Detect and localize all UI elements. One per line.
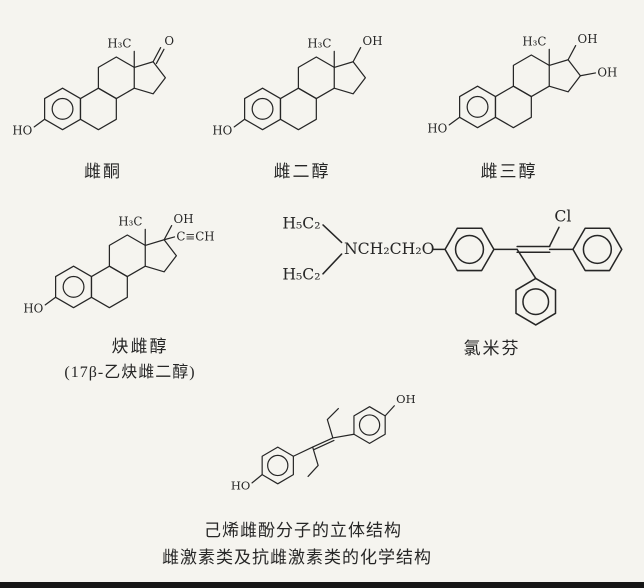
estriol-name-label: 雌三醇 xyxy=(480,162,538,181)
structure-estriol: H₃C OH OH HO xyxy=(420,22,620,139)
estradiol-methyl-label: H₃C xyxy=(307,37,331,51)
clomiphene-bonds xyxy=(322,224,623,326)
clomiphene-ethyl-top-label: H₅C₂ xyxy=(282,213,320,232)
ethinylestradiol-ethynyl-label: C≡CH xyxy=(176,230,214,244)
structure-clomiphene: H₅C₂ H₅C₂ NCH₂CH₂O Cl xyxy=(280,198,644,338)
estriol-bonds xyxy=(448,44,597,129)
ethinylestradiol-phenol-label: HO xyxy=(23,301,43,315)
estrone-bonds xyxy=(33,46,166,131)
structure-ethinylestradiol: H₃C OH C≡CH HO xyxy=(16,202,216,319)
ethinylestradiol-alt-name-label: (17β-乙炔雌二醇) xyxy=(64,364,196,381)
estrone-ketone-label: O xyxy=(164,34,174,48)
ethinylestradiol-skeleton-drawing: H₃C OH C≡CH HO xyxy=(23,212,214,316)
scan-artifact-bar xyxy=(0,582,644,588)
clomiphene-chloro-label: Cl xyxy=(554,207,571,226)
estriol-hydroxyl17-label: OH xyxy=(578,32,598,46)
ethinylestradiol-hydroxyl17-label: OH xyxy=(174,212,194,226)
estradiol-skeleton-drawing: H₃C OH HO xyxy=(212,34,383,138)
estriol-skeleton-drawing: H₃C OH OH HO xyxy=(427,32,617,136)
clomiphene-amino-chain-label: NCH₂CH₂O xyxy=(344,239,435,258)
estrone-skeleton-drawing: H₃C O HO xyxy=(12,34,174,138)
estriol-phenol-label: HO xyxy=(427,121,447,135)
ethinylestradiol-name-label: 炔雌醇 xyxy=(111,337,169,356)
estradiol-name-label: 雌二醇 xyxy=(273,162,331,181)
des-hydroxyl-top-label: OH xyxy=(396,392,415,406)
estriol-hydroxyl16-label: OH xyxy=(597,66,617,80)
estrone-name-label: 雌酮 xyxy=(84,162,122,181)
estradiol-bonds xyxy=(233,46,366,131)
figure-caption: 雌激素类及抗雌激素类的化学结构 xyxy=(162,548,432,567)
des-caption: 己烯雌酚分子的立体结构 xyxy=(204,521,402,540)
estrone-phenol-label: HO xyxy=(12,123,32,137)
clomiphene-ethyl-bottom-label: H₅C₂ xyxy=(282,265,320,284)
estriol-methyl-label: H₃C xyxy=(522,35,546,49)
diethylstilbestrol-skeleton-drawing: HO OH xyxy=(231,392,416,492)
structure-estrone: H₃C O HO xyxy=(5,24,205,141)
estradiol-phenol-label: HO xyxy=(212,123,232,137)
ethinylestradiol-methyl-label: H₃C xyxy=(118,215,142,229)
clomiphene-name-label: 氯米芬 xyxy=(463,339,521,358)
structure-diethylstilbestrol: HO OH xyxy=(228,392,423,504)
diethylstilbestrol-bonds xyxy=(251,405,395,485)
ethinylestradiol-bonds xyxy=(44,224,177,309)
clomiphene-skeleton-drawing: H₅C₂ H₅C₂ NCH₂CH₂O Cl xyxy=(282,207,623,326)
estradiol-hydroxyl17-label: OH xyxy=(363,34,383,48)
des-hydroxyl-bottom-label: HO xyxy=(231,478,250,492)
estrone-methyl-label: H₃C xyxy=(107,37,131,51)
structure-estradiol: H₃C OH HO xyxy=(205,24,405,141)
